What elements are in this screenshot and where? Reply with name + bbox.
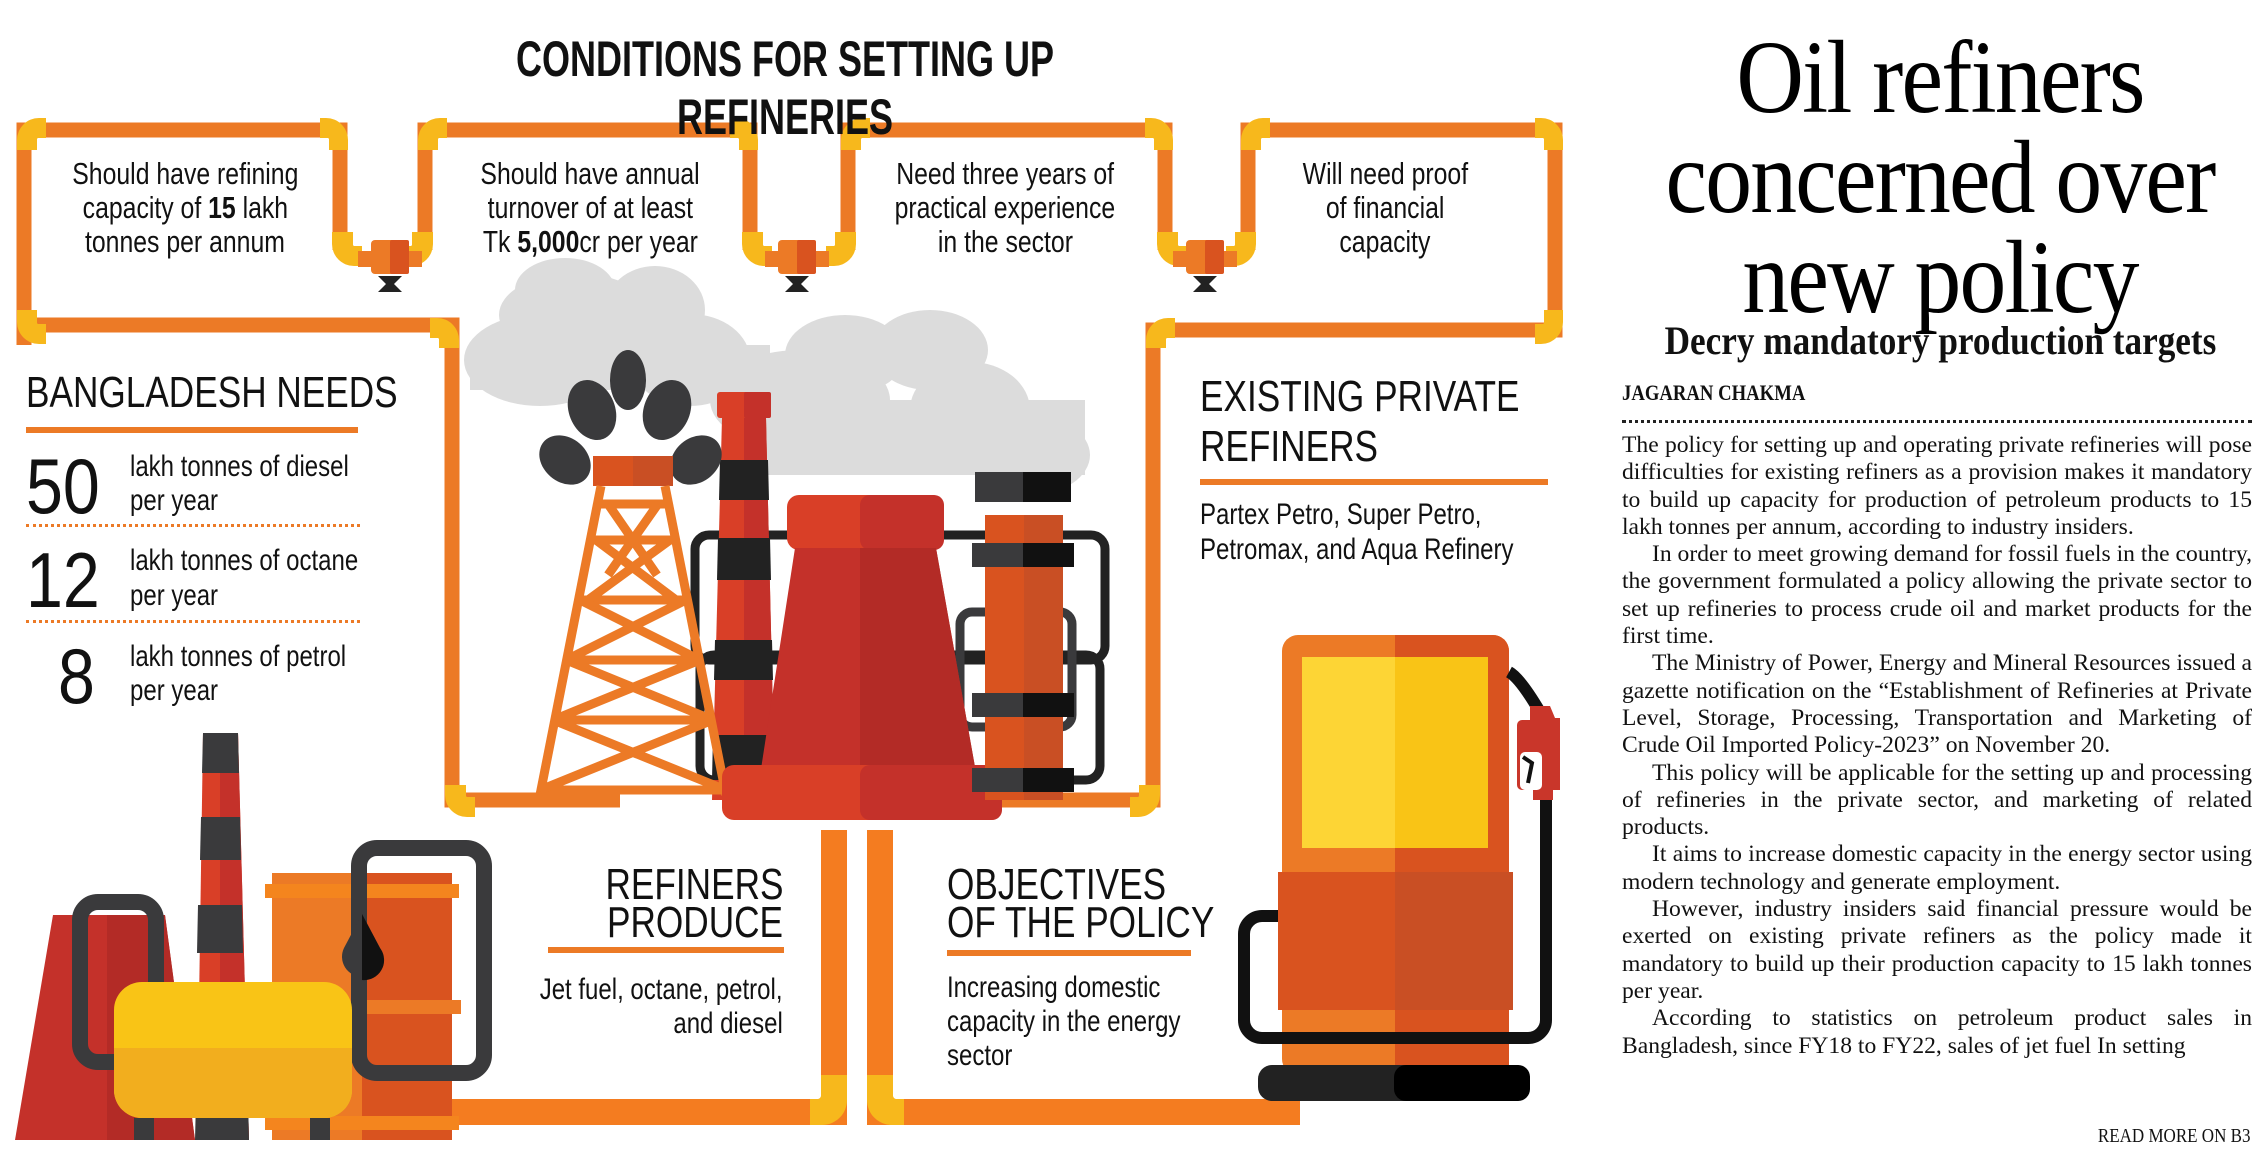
condition-1-line-2a: capacity of [82,190,208,225]
article-paragraph: The Ministry of Power, Energy and Minera… [1622,650,2252,759]
existing-refiners-text-2: Petromax, and Aqua Refinery [1200,533,1514,566]
need-label-diesel-1: lakh tonnes of diesel [130,450,349,483]
cooling-tower [722,495,1002,820]
pipe-joints [17,118,1563,1125]
article-paragraph: However, industry insiders said financia… [1622,896,2252,1004]
condition-4-line-3: capacity [1339,224,1431,259]
valve-icons [358,240,1237,292]
existing-refiners-text-1: Partex Petro, Super Petro, [1200,498,1482,531]
article-body: The policy for setting up and operating … [1622,432,2252,1060]
condition-2-value: 5,000 [516,224,579,259]
article-paragraph: It aims to increase domestic capacity in… [1622,841,2252,895]
condition-3-line-3: in the sector [937,224,1073,259]
subheadline-text: Decry mandatory production targets [1664,318,2216,363]
valve-icon-3 [1173,240,1237,292]
existing-refiners-rule [1200,479,1548,485]
article-paragraph: The policy for setting up and operating … [1622,432,2252,540]
refiners-produce-title-1: REFINERS [605,860,783,909]
need-divider-2 [26,620,360,623]
objectives-text-2: capacity in the energy [947,1005,1181,1038]
oil-derrick [535,350,731,796]
fuel-pump [1238,635,1560,1101]
factory-bottom-left [15,733,492,1140]
condition-2-line-3a: Tk [482,224,517,259]
infographic-title-text: CONDITIONS FOR SETTING UP REFINERIES [515,31,1055,145]
refiners-produce-title-2: PRODUCE [606,898,783,947]
condition-3-line-2: practical experience [894,190,1116,225]
need-label-octane-1: lakh tonnes of octane [130,544,359,577]
headline-line-2: concerned over [1665,120,2216,235]
objectives-title-2: OF THE POLICY [947,898,1215,947]
pipe-box-2 [417,122,758,250]
condition-1-line-1: Should have refining [71,156,299,191]
article-paragraph: This policy will be applicable for the s… [1622,759,2252,841]
objectives-text-3: sector [947,1039,1013,1072]
refiners-produce-rule [548,947,784,953]
need-value-octane: 12 [26,536,100,624]
need-divider-1 [26,524,360,527]
pipe-box-4 [1240,122,1563,330]
chimney-center [712,392,775,800]
bangladesh-needs-title: BANGLADESH NEEDS [26,368,398,417]
pipe-box-3 [840,122,1173,250]
condition-2-line-2: turnover of at least [487,190,693,225]
article-headline: Oil refiners concerned over new policy [1620,20,2260,335]
objectives-title-1: OBJECTIVES [947,860,1167,909]
headline-line-1: Oil refiners [1736,20,2145,135]
condition-4: Will need proof of financial capacity [1240,157,1530,259]
existing-refiners-title-2: REFINERS [1200,422,1378,471]
need-label-petrol-2: per year [130,674,219,707]
cloud-left [464,258,770,406]
valve-icon-1 [358,240,422,292]
need-value-diesel: 50 [26,442,100,530]
need-label-diesel-2: per year [130,484,219,517]
distillation-column [972,472,1074,800]
byline-divider [1622,420,2252,423]
existing-refiners-title-1: EXISTING PRIVATE [1200,372,1520,421]
objectives-rule [947,950,1191,956]
infographic-title: CONDITIONS FOR SETTING UP REFINERIES [400,30,1170,146]
article-paragraph: In order to meet growing demand for foss… [1622,541,2252,650]
condition-1-value: 15 [207,190,236,225]
pipe-box-1 [16,122,348,345]
condition-1: Should have refining capacity of 15 lakh… [40,157,330,259]
condition-2: Should have annual turnover of at least … [445,157,735,259]
refiners-produce-text-2: and diesel [673,1007,783,1040]
need-label-petrol-1: lakh tonnes of petrol [130,640,347,673]
article-byline: JAGARAN CHAKMA [1622,380,1806,405]
bangladesh-needs-rule [26,427,358,433]
condition-3-line-1: Need three years of [896,156,1114,191]
headline-line-3: new policy [1742,220,2139,335]
read-more-link[interactable]: READ MORE ON B3 [2097,1125,2250,1147]
condition-4-line-1: Will need proof [1302,156,1468,191]
article-paragraph: According to statistics on petroleum pro… [1622,1005,2252,1059]
condition-1-line-2b: lakh [235,190,288,225]
condition-2-line-3b: cr per year [578,224,698,259]
need-label-octane-2: per year [130,579,219,612]
need-value-petrol: 8 [58,632,95,720]
valve-icon-2 [765,240,829,292]
refiners-produce-text-1: Jet fuel, octane, petrol, [540,973,783,1006]
objectives-text-1: Increasing domestic [947,971,1161,1004]
article-subheadline: Decry mandatory production targets [1620,318,2260,364]
condition-2-line-1: Should have annual [480,156,700,191]
condition-1-line-3: tonnes per annum [85,224,285,259]
condition-4-line-2: of financial [1325,190,1445,225]
condition-3: Need three years of practical experience… [860,157,1150,259]
